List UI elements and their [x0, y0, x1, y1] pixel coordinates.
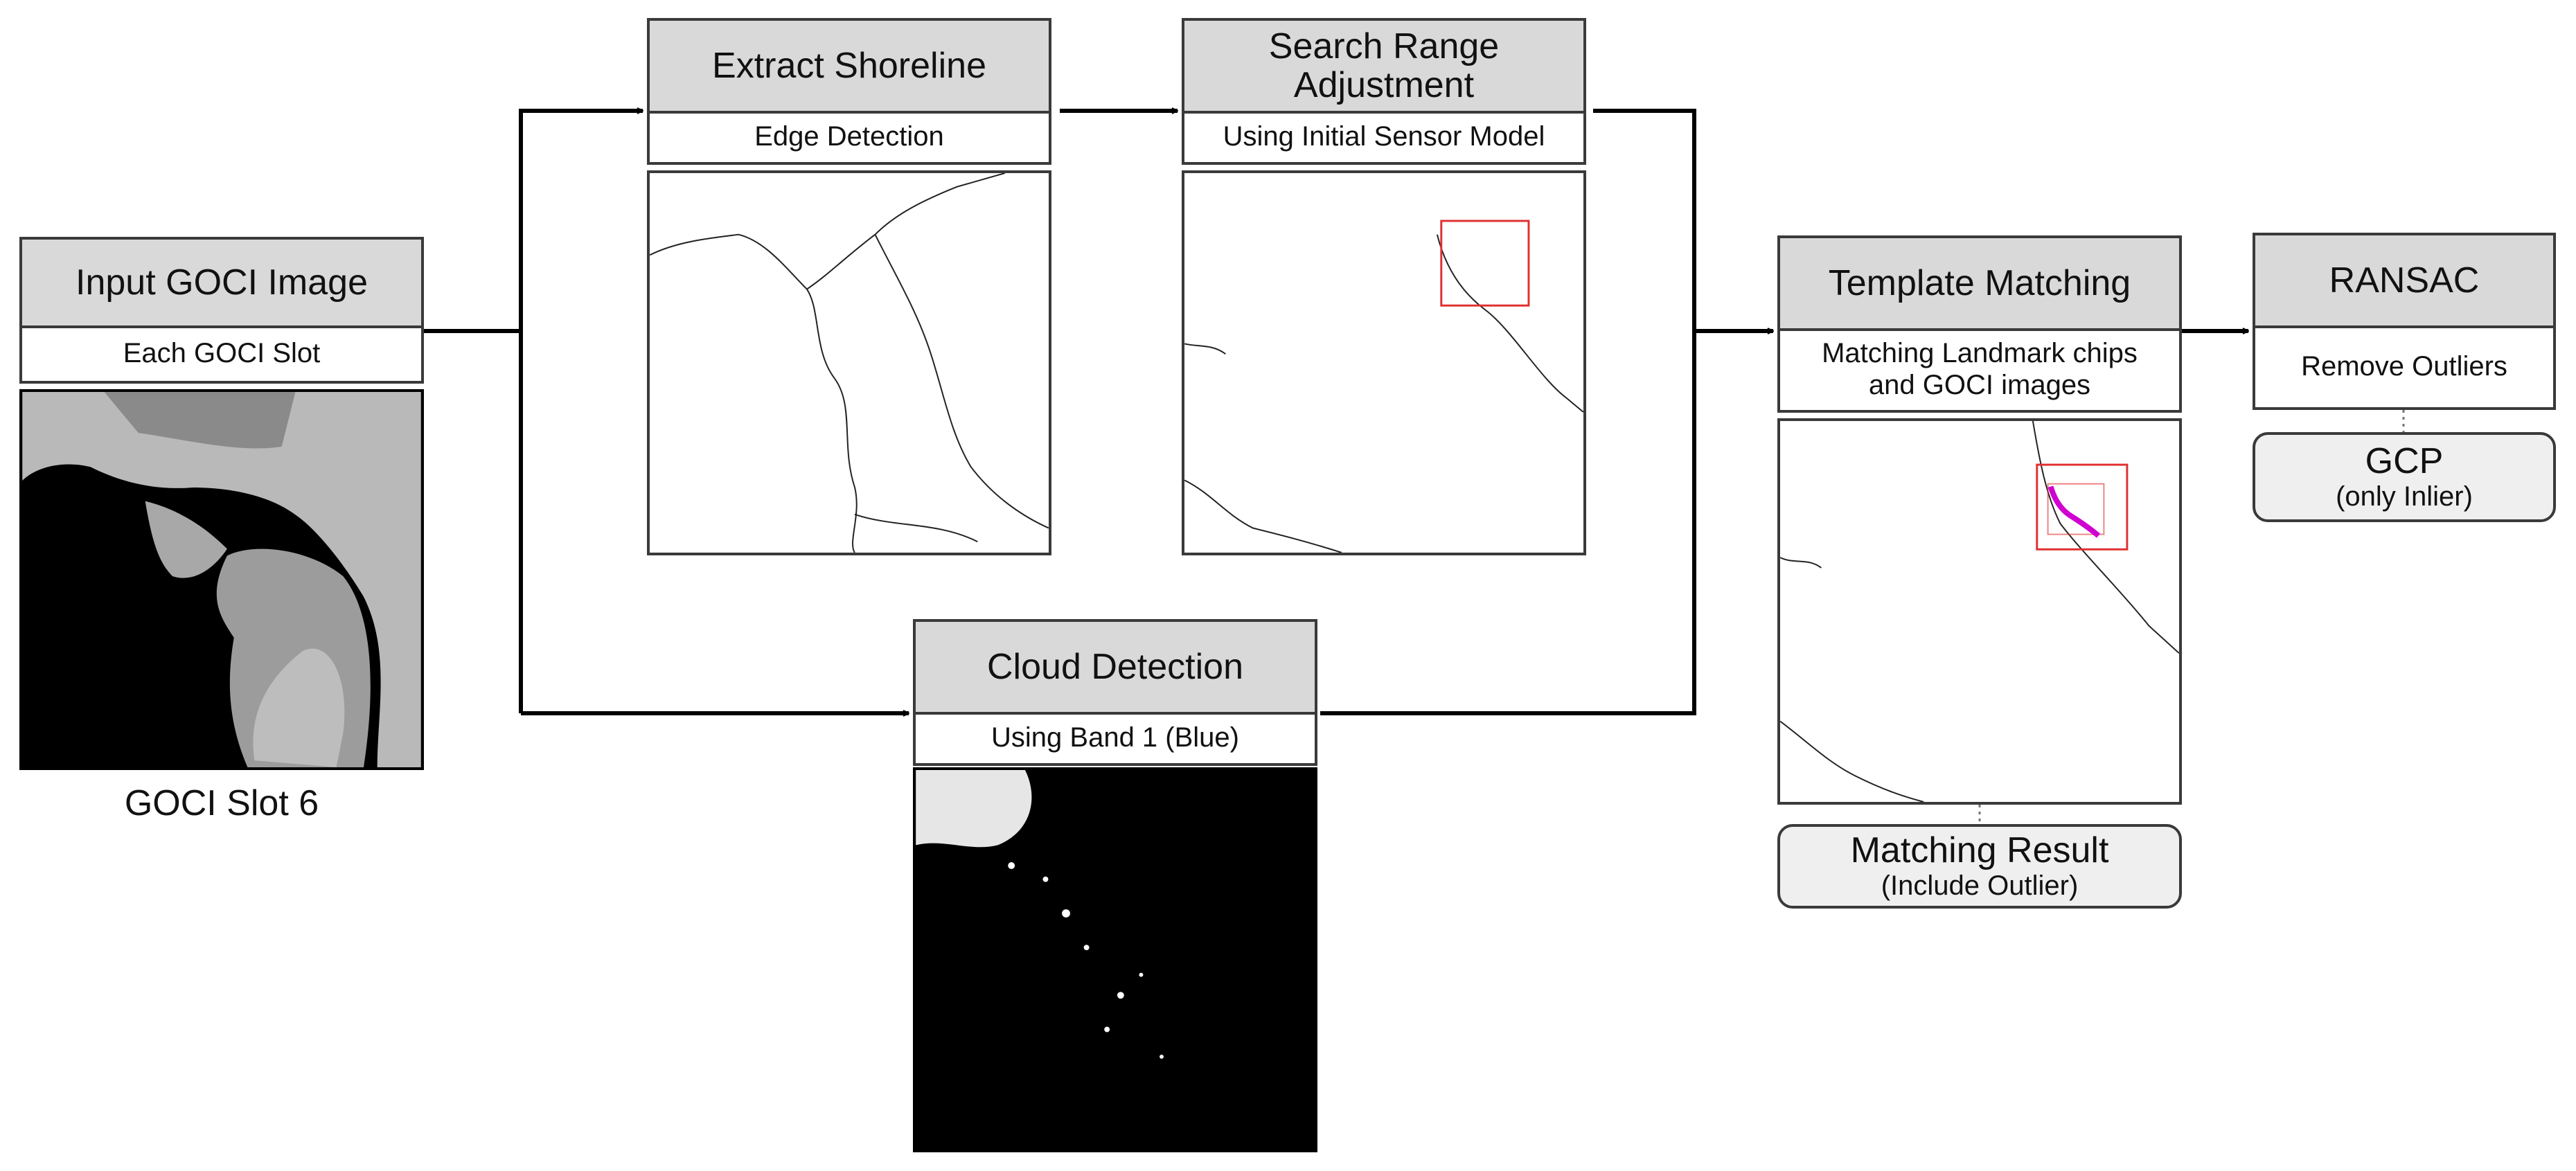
ransac-box: RANSAC Remove Outliers — [2253, 233, 2556, 410]
korea-satellite-graphic — [22, 392, 421, 767]
input-title: Input GOCI Image — [22, 240, 421, 328]
shoreline-edge-graphic — [650, 173, 1049, 553]
search-subtitle: Using Initial Sensor Model — [1223, 121, 1545, 152]
gcp-line1: GCP — [2365, 441, 2444, 481]
gcp-line2: (only Inlier) — [2336, 481, 2473, 512]
goci-slot-image — [19, 389, 424, 770]
input-subtitle: Each GOCI Slot — [123, 338, 321, 368]
search-range-graphic — [1184, 220, 1583, 553]
search-window — [1440, 220, 1530, 307]
ransac-subtitle: Remove Outliers — [2301, 351, 2507, 382]
input-image-caption: GOCI Slot 6 — [124, 783, 319, 823]
matching-result-box: Matching Result (Include Outlier) — [1777, 824, 2182, 909]
template-chip — [2047, 483, 2105, 535]
template-matching-graphic — [1780, 421, 2179, 802]
search-range-box: Search Range Adjustment Using Initial Se… — [1182, 18, 1586, 165]
arrow-to-extract — [519, 111, 643, 713]
search-window — [2036, 463, 2129, 551]
template-matching-box: Template Matching Matching Landmark chip… — [1777, 235, 2182, 413]
arrow-cloud-to-template — [1320, 331, 1696, 715]
extract-title: Extract Shoreline — [650, 21, 1049, 114]
matching-result-image — [1777, 418, 2182, 805]
arrow-search-to-template — [1593, 109, 1773, 331]
search-title-line1: Search Range — [1268, 26, 1500, 66]
search-title-line2: Adjustment — [1293, 65, 1475, 105]
template-subtitle-line2: and GOCI images — [1868, 370, 2091, 400]
template-subtitle: Matching Landmark chips and GOCI images — [1780, 328, 2179, 410]
matched-shoreline — [2048, 485, 2101, 538]
search-range-image — [1182, 170, 1586, 555]
search-title: Search Range Adjustment — [1184, 21, 1583, 114]
matching-result-line1: Matching Result — [1850, 830, 2109, 870]
ransac-title: RANSAC — [2255, 235, 2553, 328]
template-title: Template Matching — [1780, 238, 2179, 331]
input-goci-image-box: Input GOCI Image Each GOCI Slot — [19, 237, 424, 384]
cloud-subtitle: Using Band 1 (Blue) — [991, 722, 1239, 753]
matching-result-line2: (Include Outlier) — [1881, 870, 2079, 901]
extract-subtitle: Edge Detection — [754, 121, 944, 152]
shoreline-image — [647, 170, 1051, 555]
cloud-title: Cloud Detection — [916, 622, 1315, 715]
cloud-mask-graphic — [916, 770, 1164, 1059]
extract-shoreline-box: Extract Shoreline Edge Detection — [647, 18, 1051, 165]
cloud-mask-image — [913, 767, 1317, 1152]
gcp-result-box: GCP (only Inlier) — [2253, 432, 2556, 522]
cloud-detection-box: Cloud Detection Using Band 1 (Blue) — [913, 619, 1317, 766]
template-subtitle-line1: Matching Landmark chips — [1822, 338, 2138, 368]
